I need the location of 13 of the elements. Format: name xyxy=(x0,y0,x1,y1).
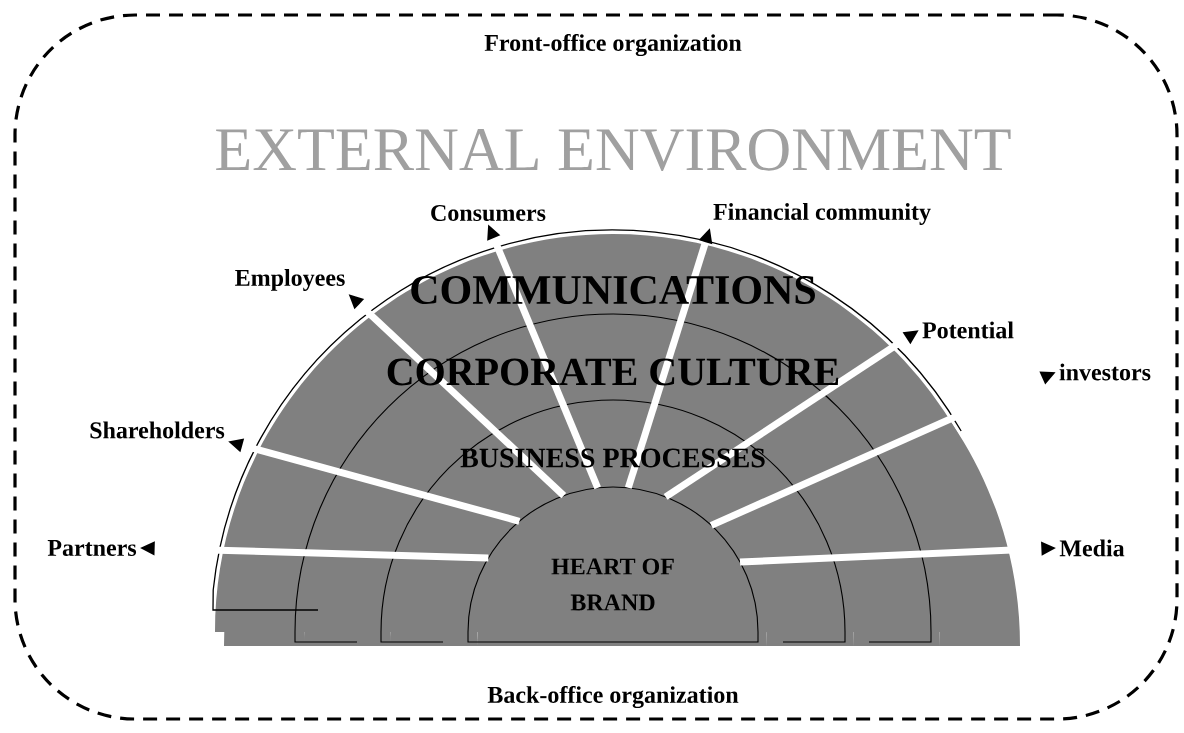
stakeholder-label: investors xyxy=(1059,363,1151,381)
stakeholder-label: Shareholders xyxy=(90,421,225,439)
stakeholder-label: Financial community xyxy=(713,203,931,225)
stakeholder-label: Partners xyxy=(47,540,137,556)
stakeholder-label: Potential xyxy=(922,321,1014,339)
frame-heading: Front-office organization xyxy=(484,33,742,57)
stakeholder-label: Consumers xyxy=(431,204,546,222)
frame-heading: Back-office organization xyxy=(487,685,739,709)
stakeholder-label: Employees xyxy=(235,269,345,291)
heart-semicircle: HEART OF BRAND xyxy=(467,486,767,646)
dashed-frame xyxy=(13,13,1179,721)
stakeholder-label: Media xyxy=(1059,539,1125,557)
large-lettering: EXTERNAL ENVIRONMENT xyxy=(216,129,1011,171)
